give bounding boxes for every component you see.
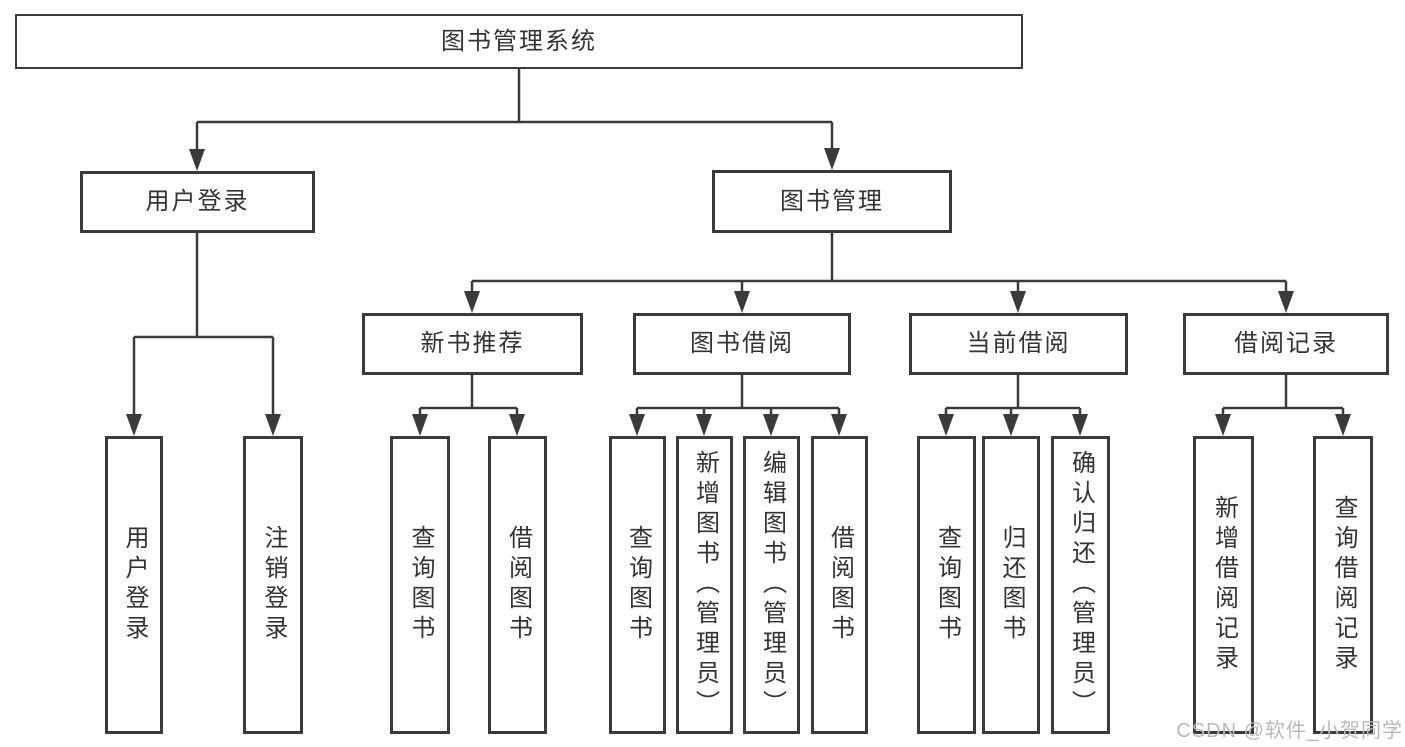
- node-label: 查询图书: [407, 525, 434, 645]
- node-book-borrowing: 图书借阅: [633, 313, 851, 375]
- node-label: 新增图书（管理员）: [691, 450, 719, 720]
- node-label: 注销登录: [260, 525, 287, 645]
- leaf-edit-book-admin: 编辑图书（管理员）: [743, 436, 800, 734]
- leaf-user-login: 用户登录: [105, 436, 163, 734]
- node-label: 编辑图书（管理员）: [758, 450, 786, 720]
- node-label: 借阅记录: [1234, 330, 1338, 357]
- leaf-confirm-return-admin: 确认归还（管理员）: [1051, 436, 1110, 734]
- node-book-management: 图书管理: [712, 170, 952, 233]
- node-label: 新书推荐: [420, 330, 525, 357]
- node-label: 当前借阅: [966, 330, 1071, 357]
- node-label: 图书管理: [780, 187, 884, 215]
- connector-book-management-to-level3: [464, 233, 1294, 313]
- connector-borrow-record-group: [1215, 375, 1351, 436]
- leaf-query-borrow-record: 查询借阅记录: [1313, 436, 1373, 734]
- connector-current-borrow-group: [938, 375, 1088, 436]
- node-label: 确认归还（管理员）: [1067, 450, 1095, 720]
- connector-user-login-to-leaves: [126, 233, 281, 436]
- node-current-borrowing: 当前借阅: [909, 313, 1128, 375]
- node-label: 新增借阅记录: [1210, 495, 1238, 675]
- node-label: 查询借阅记录: [1330, 495, 1357, 675]
- leaf-borrow-books: 借阅图书: [811, 436, 868, 734]
- connector-root-to-level2: [189, 69, 840, 171]
- node-label: 归还图书: [998, 525, 1025, 645]
- leaf-borrow-books-recommend: 借阅图书: [488, 436, 547, 734]
- node-label: 借阅图书: [504, 525, 532, 645]
- leaf-logout: 注销登录: [243, 436, 303, 734]
- connector-new-book-group: [412, 375, 525, 436]
- node-label: 用户登录: [145, 188, 250, 215]
- node-label: 用户登录: [121, 525, 148, 645]
- node-borrowing-records: 借阅记录: [1183, 313, 1389, 375]
- node-label: 图书借阅: [690, 330, 794, 357]
- node-user-login: 用户登录: [80, 171, 315, 233]
- leaf-add-book-admin: 新增图书（管理员）: [676, 436, 733, 734]
- watermark: CSDN @软件_小贺同学: [1176, 720, 1403, 742]
- node-library-management-system: 图书管理系统: [15, 14, 1023, 69]
- leaf-query-books-recommend: 查询图书: [390, 436, 450, 734]
- node-label: 查询图书: [624, 525, 652, 645]
- node-label: 图书管理系统: [441, 27, 597, 55]
- node-new-book-recommend: 新书推荐: [362, 313, 583, 375]
- leaf-query-books-current: 查询图书: [917, 436, 976, 734]
- leaf-query-books-borrow: 查询图书: [609, 436, 666, 734]
- node-label: 查询图书: [933, 525, 961, 645]
- connector-book-borrow-group: [629, 375, 847, 436]
- node-label: 借阅图书: [826, 525, 854, 645]
- leaf-return-book: 归还图书: [982, 436, 1040, 734]
- leaf-add-borrow-record: 新增借阅记录: [1193, 436, 1254, 734]
